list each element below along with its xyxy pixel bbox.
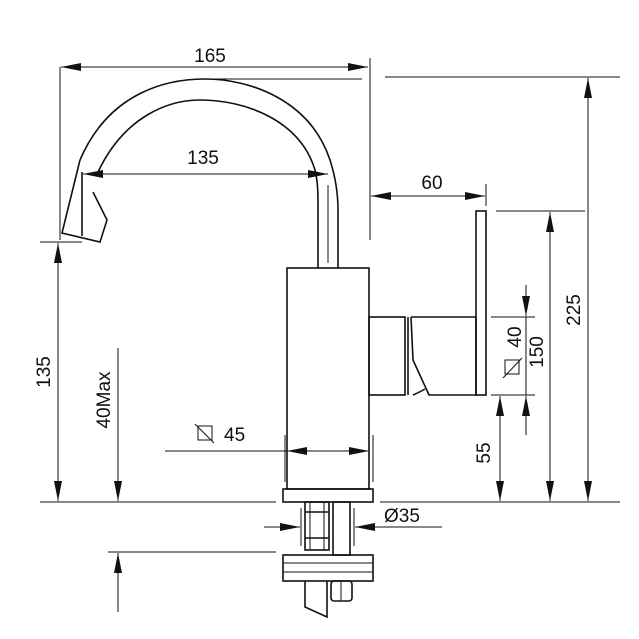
handle-connector — [368, 316, 406, 396]
spout-inner — [97, 99, 319, 268]
dim-shank-diameter: Ø35 — [384, 506, 420, 527]
handle-lever — [407, 316, 477, 396]
handle-plate — [475, 210, 487, 396]
faucet-body — [286, 267, 370, 490]
base-plate — [282, 488, 374, 503]
mounting-hardware — [282, 501, 374, 619]
dim-body-square: 45 — [224, 425, 245, 446]
dim-deck-thickness: 40Max — [94, 371, 115, 429]
dim-spout-height: 135 — [34, 356, 55, 388]
dim-plate-height: 150 — [527, 336, 548, 368]
dim-handle-offset: 60 — [421, 173, 442, 194]
dim-total-height: 225 — [564, 294, 585, 326]
dim-handle-height: 55 — [474, 442, 495, 463]
dim-spout-inner-reach: 135 — [187, 148, 219, 169]
square-symbol-icon — [194, 423, 215, 444]
faucet-outline — [61, 78, 487, 619]
dim-handle-square: 40 — [505, 326, 526, 347]
dim-overall-reach: 165 — [194, 46, 226, 67]
spout-outer — [79, 78, 339, 268]
square-symbol-icon — [502, 357, 523, 379]
spout-tip — [61, 159, 108, 243]
